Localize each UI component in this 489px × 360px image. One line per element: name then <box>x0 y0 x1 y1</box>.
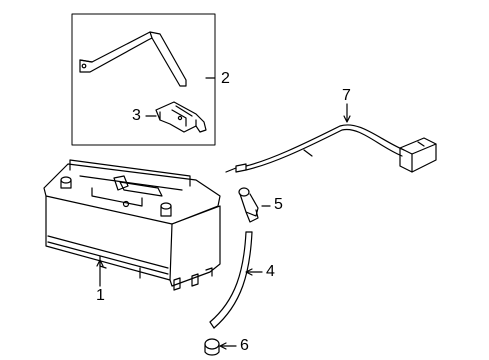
vent-cap <box>204 338 220 356</box>
callout-1: 1 <box>96 287 105 304</box>
vent-hose <box>209 231 253 329</box>
callout-6: 6 <box>240 337 249 354</box>
callout-3: 3 <box>132 107 141 124</box>
arrow-7 <box>343 115 351 123</box>
callout-5: 5 <box>274 196 283 213</box>
arrow-4 <box>245 268 253 276</box>
arrow-6 <box>219 342 227 350</box>
battery <box>43 159 221 291</box>
hold-down-bracket <box>79 31 187 87</box>
arrow-1 <box>96 259 104 267</box>
callout-2: 2 <box>221 70 230 87</box>
callout-7: 7 <box>342 87 351 104</box>
hold-down-clamp <box>155 101 207 133</box>
elbow-fitting <box>238 187 259 223</box>
vent-cable <box>225 124 437 173</box>
callout-4: 4 <box>266 263 275 280</box>
inset-frame <box>71 13 216 146</box>
